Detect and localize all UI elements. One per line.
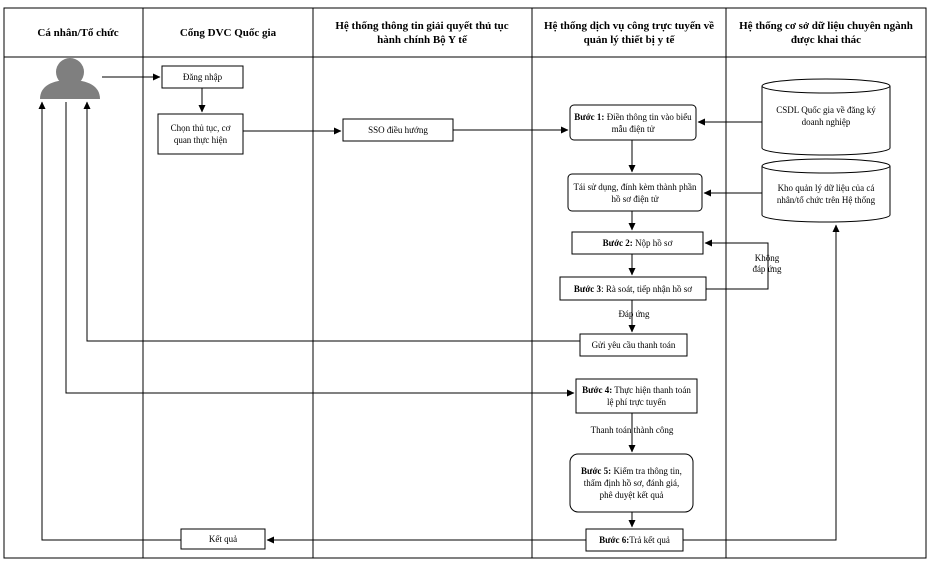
choose-procedure-label: Chọn thủ tục, cơ quan thực hiện bbox=[170, 123, 231, 145]
lane-header-database-line1: Hệ thống cơ sở dữ liệu chuyên ngành bbox=[739, 20, 913, 32]
sso-label: SSO điều hướng bbox=[368, 125, 428, 135]
reuse-documents-label: Tái sử dụng, đính kèm thành phần hồ sơ đ… bbox=[573, 181, 697, 204]
step6-text: Trả kết quả bbox=[629, 535, 670, 545]
step5-text: Kiểm tra thông tin, thẩm định hồ sơ, đán… bbox=[583, 466, 682, 500]
step3-label: Bước 3: Rà soát, tiếp nhận hồ sơ bbox=[560, 277, 706, 300]
result-box bbox=[180, 528, 266, 550]
step4-label: Bước 4: Thực hiện thanh toán lệ phí trực… bbox=[576, 379, 697, 413]
result-label: Kết quả bbox=[208, 534, 238, 544]
payment-success-label: Thanh toán thành công bbox=[590, 425, 674, 435]
step4-text: Thực hiện thanh toán lệ phí trực tuyến bbox=[606, 385, 691, 407]
payment-request-box bbox=[579, 333, 688, 357]
step1-text: Điền thông tin vào biểu mẫu điện tử bbox=[604, 111, 692, 134]
response-label: Đáp ứng bbox=[618, 309, 650, 319]
step3-text: : Rà soát, tiếp nhận hồ sơ bbox=[601, 283, 693, 294]
step2-number: Bước 2: bbox=[602, 238, 633, 248]
no-response-label: Không đáp ứng bbox=[752, 253, 782, 274]
national-business-db bbox=[761, 78, 891, 156]
personal-data-store-db bbox=[761, 158, 891, 223]
lane-header-database-line2: được khai thác bbox=[791, 34, 861, 46]
step2-label: Bước 2: Nộp hồ sơ bbox=[572, 232, 703, 254]
step6-number: Bước 6: bbox=[599, 535, 630, 545]
personal-data-store-db-label: Kho quản lý dữ liệu của cá nhân/tổ chức … bbox=[776, 183, 876, 205]
step1-number: Bước 1: bbox=[574, 111, 605, 122]
choose-procedure-box bbox=[157, 113, 244, 155]
lane-header-moh-system-line1: Hệ thống thông tin giải quyết thủ tục bbox=[335, 20, 508, 32]
step1-label: Bước 1: Điền thông tin vào biểu mẫu điện… bbox=[570, 105, 696, 140]
lane-header-public-service-line2: quản lý thiết bị y tế bbox=[584, 34, 676, 46]
step6-label: Bước 6:Trả kết quả bbox=[586, 529, 683, 551]
step1-box bbox=[569, 104, 697, 141]
login-label: Đăng nhập bbox=[182, 72, 223, 82]
step4-number: Bước 4: bbox=[582, 385, 613, 395]
user-icon bbox=[40, 58, 100, 99]
lane-header-public-service-line1: Hệ thống dịch vụ công trực tuyến về bbox=[544, 20, 714, 32]
step5-number: Bước 5: bbox=[581, 466, 612, 476]
connectors bbox=[38, 73, 840, 544]
lane-header-moh-system-line2: hành chính Bộ Y tế bbox=[377, 34, 468, 46]
step3-number: Bước 3 bbox=[573, 283, 602, 294]
lane-header-national-portal: Cổng DVC Quốc gia bbox=[180, 27, 277, 39]
step2-text: Nộp hồ sơ bbox=[632, 238, 673, 248]
payment-request-label: Gửi yêu cầu thanh toán bbox=[591, 340, 676, 350]
step2-box bbox=[571, 231, 704, 255]
step4-box bbox=[575, 378, 698, 414]
step5-label: Bước 5: Kiểm tra thông tin, thẩm định hồ… bbox=[570, 454, 693, 512]
national-business-db-label: CSDL Quốc gia về đăng ký doanh nghiệp bbox=[776, 105, 876, 127]
reuse-documents-box bbox=[567, 173, 703, 212]
lane-header-individual: Cá nhân/Tổ chức bbox=[37, 27, 118, 39]
